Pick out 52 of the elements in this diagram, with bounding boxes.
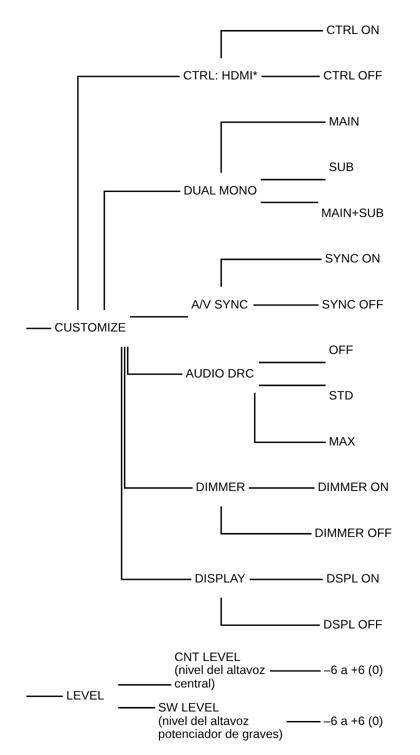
connector: [77, 76, 180, 310]
node-text: –6 a +6 (0): [324, 663, 384, 678]
connector: [120, 346, 192, 580]
node-text: LEVEL: [66, 688, 104, 702]
node-text: DSPL ON: [326, 572, 380, 586]
connector: [220, 506, 312, 534]
connector: [220, 258, 322, 287]
connector: [270, 670, 321, 672]
connector: [260, 178, 326, 180]
connector: [124, 346, 193, 489]
connector: [220, 598, 320, 626]
node-text: CNT LEVEL (nivel del altavoz central): [174, 650, 266, 690]
connector: [254, 392, 326, 443]
node-text: DISPLAY: [194, 572, 246, 586]
connector: [220, 121, 326, 173]
node-text: SUB: [328, 160, 354, 174]
node-text: A/V SYNC: [191, 297, 248, 312]
connector: [26, 696, 63, 698]
connector: [259, 362, 326, 364]
node-text: SW LEVEL (nivel del altavoz potenciador de graves): [158, 700, 283, 742]
node-text: OFF: [328, 342, 354, 357]
connector: [250, 578, 323, 580]
connector: [118, 684, 172, 686]
connector: [262, 76, 320, 78]
node-text: CTRL ON: [326, 22, 380, 37]
node-text: CUSTOMIZE: [54, 320, 126, 335]
connector: [220, 30, 323, 58]
connector: [260, 202, 318, 204]
node-text: MAIN+SUB: [321, 206, 384, 220]
connector: [126, 346, 182, 375]
node-text: CTRL OFF: [323, 68, 382, 83]
connector: [248, 487, 315, 489]
node-text: –6 a +6 (0): [324, 714, 384, 728]
node-text: STD: [328, 388, 354, 403]
node-text: DIMMER OFF: [314, 526, 392, 540]
connector: [253, 304, 319, 306]
node-text: CTRL: HDMI*: [183, 68, 258, 83]
node-text: MAIN: [328, 114, 360, 128]
node-text: DSPL OFF: [323, 617, 382, 632]
connector: [118, 707, 156, 708]
node-text: DIMMER: [196, 480, 246, 494]
node-text: MAX: [328, 434, 356, 448]
node-text: AUDIO DRC: [186, 366, 254, 380]
node-text: SYNC ON: [324, 252, 380, 266]
node-text: DIMMER ON: [318, 480, 389, 494]
connector: [130, 316, 188, 318]
node-text: DUAL MONO: [184, 183, 257, 198]
node-text: SYNC OFF: [322, 297, 384, 312]
connector: [104, 190, 180, 310]
connector: [26, 328, 52, 330]
connector: [286, 721, 321, 722]
connector: [259, 384, 326, 386]
